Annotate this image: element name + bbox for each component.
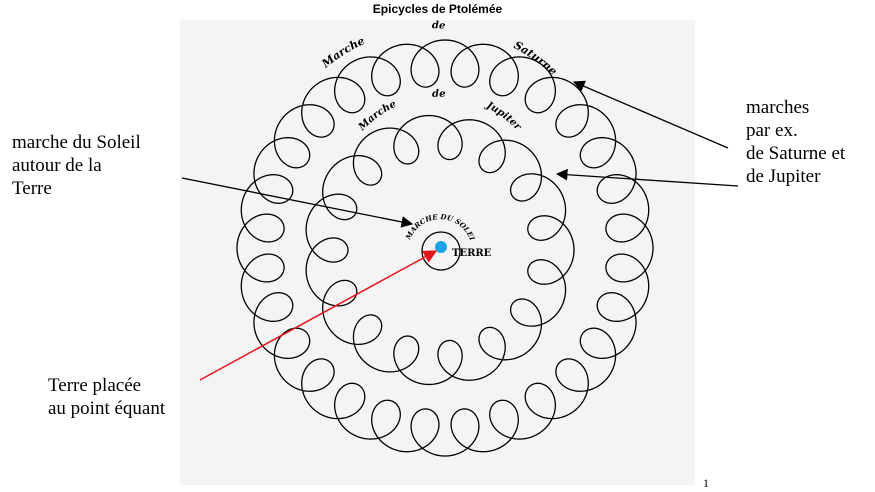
equant-annotation-line: Terre placée <box>48 375 142 396</box>
soleil-annotation-line: marche du Soleil <box>12 132 141 153</box>
planets-annotation: marches par ex. de Saturne et de Jupiter <box>746 96 845 188</box>
soleil-engraved-label: MARCHE DU SOLEIL <box>0 0 477 242</box>
jupiter-engraved-name: Jupiter <box>483 99 524 133</box>
jupiter-engraved-de: de <box>432 89 446 100</box>
saturn-engraved-label: Marche <box>319 34 367 71</box>
terre-engraved-label: TERRE <box>452 248 492 259</box>
planets-annotation-line: par ex. <box>746 120 798 141</box>
planets-annotation-line: de Jupiter <box>746 166 821 187</box>
saturn-epicycle-curve <box>236 39 654 457</box>
soleil-arrow <box>181 177 414 228</box>
page-number: 1 <box>703 476 709 490</box>
equant-arrow <box>199 250 438 381</box>
equant-annotation-line: au point équant <box>48 398 166 419</box>
soleil-annotation: marche du Soleil autour de la Terre <box>12 131 141 200</box>
planets-annotation-line: marches <box>746 97 810 118</box>
jupiter-epicycle-curve <box>305 114 575 386</box>
saturn-engraved-name: Saturne <box>512 39 560 78</box>
earth-dot <box>435 241 447 253</box>
soleil-annotation-line: Terre <box>12 178 52 199</box>
sun-orbit-circle <box>421 231 461 271</box>
jupiter-arrow <box>555 168 739 187</box>
saturn-arrow <box>572 80 729 149</box>
soleil-annotation-line: autour de la <box>12 155 102 176</box>
equant-annotation: Terre placée au point équant <box>48 374 165 420</box>
page-title: Epicycles de Ptolémée <box>372 2 503 16</box>
saturn-engraved-de: de <box>432 20 446 31</box>
planets-annotation-line: de Saturne et <box>746 143 846 164</box>
